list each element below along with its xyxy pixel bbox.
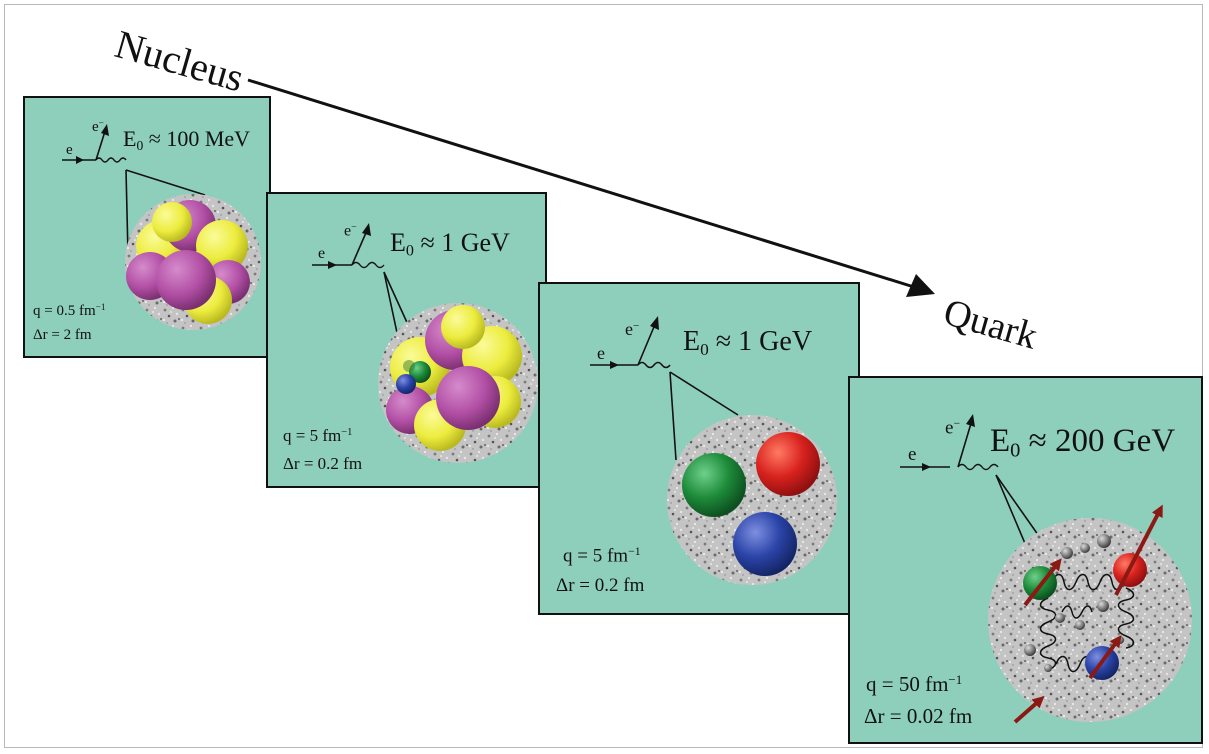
panel2-q: q = 5 fm−1: [283, 426, 353, 445]
panel4-dr: Δr = 0.02 fm: [864, 704, 973, 728]
sea-particle-icons: [1024, 534, 1130, 672]
panel2-electron-label: e: [318, 245, 326, 262]
panel1-scattered-label: e−: [92, 119, 104, 136]
panel1-energy: E0 ≈ 100 MeV: [123, 126, 251, 153]
panel-nucleus-100mev: [23, 96, 271, 358]
panel1-q: q = 0.5 fm−1: [33, 303, 106, 320]
panel-nucleus-1gev: [266, 192, 547, 488]
nucleus-icon: [126, 200, 250, 324]
panel-nucleon-1gev: [538, 282, 860, 615]
panel3-scattered-label: e−: [625, 319, 640, 339]
electron-scattering-icon: [62, 124, 206, 256]
panel4-scattered-label: e−: [945, 417, 961, 439]
quark-triplet-icon: [682, 432, 820, 576]
panel2-scattered-label: e−: [344, 222, 357, 240]
panel2-energy: E0 ≈ 1 GeV: [390, 228, 510, 260]
spin-arrow-icons: [1013, 504, 1163, 724]
panel3-electron-label: e: [597, 343, 605, 363]
resolution-arrow-icon: [247, 78, 935, 297]
panel3-energy: E0 ≈ 1 GeV: [683, 326, 813, 359]
panel3-dr: Δr = 0.2 fm: [556, 575, 645, 596]
panel1-electron-label: e: [66, 142, 73, 158]
electron-scattering-icon: [590, 316, 739, 461]
panel4-q: q = 50 fm−1: [866, 672, 963, 697]
panel1-dr: Δr = 2 fm: [33, 327, 92, 343]
probe-region: [988, 518, 1192, 722]
panel3-q: q = 5 fm−1: [563, 545, 641, 567]
panel4-electron-label: e: [908, 444, 917, 465]
panel4-energy: E0 ≈ 200 GeV: [990, 423, 1176, 462]
panel2-dr: Δr = 0.2 fm: [283, 454, 363, 473]
panel-nucleon-200gev: [848, 376, 1203, 744]
nucleus-icon: [386, 305, 522, 451]
